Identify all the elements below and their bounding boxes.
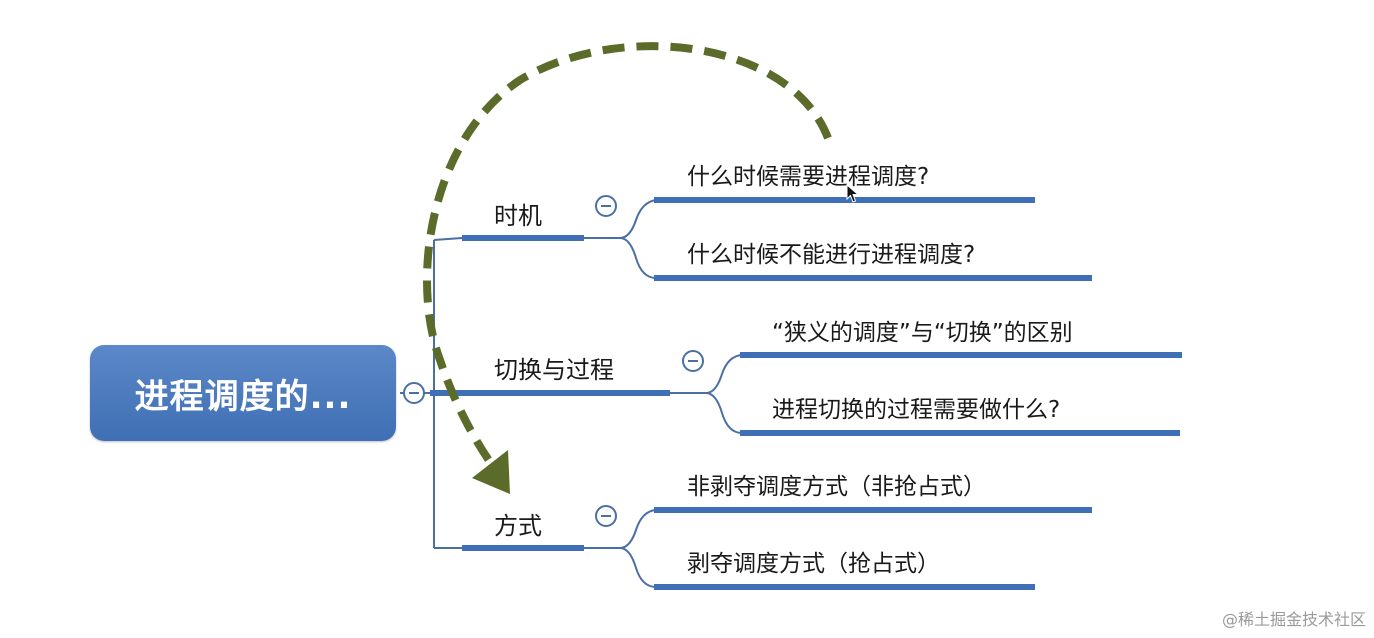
- leaf-non-preemptive[interactable]: 非剥夺调度方式（非抢占式）: [687, 474, 986, 500]
- fork-3-upper: [584, 509, 657, 549]
- dashed-arrow-head: [472, 450, 510, 494]
- root-collapse-icon[interactable]: [403, 382, 425, 404]
- mouse-cursor-icon: [846, 184, 860, 203]
- fork-2-upper: [670, 354, 743, 394]
- leaf-narrow-scheduling-vs-switch[interactable]: “狭义的调度”与“切换”的区别: [772, 320, 1073, 346]
- branch-mode-collapse-icon[interactable]: [595, 505, 617, 527]
- fork-1-lower: [619, 237, 657, 279]
- branch-switch-collapse-icon[interactable]: [682, 350, 704, 372]
- branch-label-mode[interactable]: 方式: [494, 512, 542, 540]
- branch-label-timing[interactable]: 时机: [494, 202, 542, 230]
- leaf-when-cannot-schedule[interactable]: 什么时候不能进行进程调度?: [687, 242, 976, 268]
- branch-timing-collapse-icon[interactable]: [595, 195, 617, 217]
- branch-label-switch-process[interactable]: 切换与过程: [494, 356, 614, 384]
- root-label: 进程调度的...: [134, 376, 352, 417]
- fork-2-lower: [705, 392, 743, 434]
- leaf-preemptive[interactable]: 剥夺调度方式（抢占式）: [687, 551, 940, 577]
- leaf-when-need-scheduling[interactable]: 什么时候需要进程调度?: [687, 164, 930, 190]
- branch-connector-1: [433, 237, 463, 241]
- watermark: @稀土掘金技术社区: [1221, 610, 1366, 629]
- fork-3-lower: [619, 547, 657, 588]
- dashed-arrow-path: [423, 42, 832, 465]
- fork-1-upper: [584, 199, 657, 239]
- root-node[interactable]: 进程调度的...: [90, 345, 396, 441]
- leaf-process-switch-steps[interactable]: 进程切换的过程需要做什么?: [772, 397, 1061, 423]
